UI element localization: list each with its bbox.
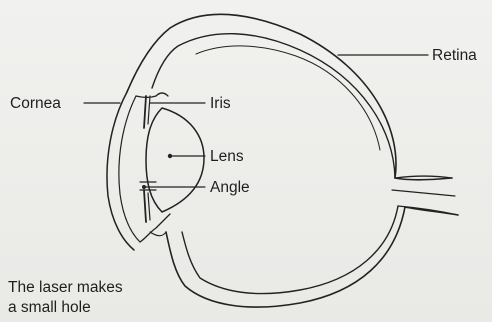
sclera-outer-upper xyxy=(127,14,452,180)
retina-label: Retina xyxy=(432,48,477,64)
caption-line-2: a small hole xyxy=(8,298,123,318)
sclera-outer-lower xyxy=(166,207,458,307)
cornea-outer xyxy=(107,92,134,250)
optic-nerve-top xyxy=(395,176,452,178)
lens-outline xyxy=(146,108,204,212)
iris-label: Iris xyxy=(210,96,231,112)
ciliary-upper xyxy=(136,93,168,98)
iris-upper xyxy=(144,96,146,128)
angle-label: Angle xyxy=(210,180,250,196)
retina-inner-lower xyxy=(182,206,398,294)
iris-upper-2 xyxy=(148,96,150,124)
lens-label: Lens xyxy=(210,149,244,165)
ciliary-lower xyxy=(140,214,170,242)
laser-caption: The laser makes a small hole xyxy=(8,278,123,318)
cornea-label: Cornea xyxy=(10,96,61,112)
iris-lower-2 xyxy=(148,193,150,220)
iris-lower xyxy=(144,190,146,222)
cornea-inner xyxy=(119,96,140,242)
ciliary-lower-2 xyxy=(150,232,166,236)
caption-line-1: The laser makes xyxy=(8,278,123,298)
optic-nerve-mid xyxy=(392,190,455,196)
